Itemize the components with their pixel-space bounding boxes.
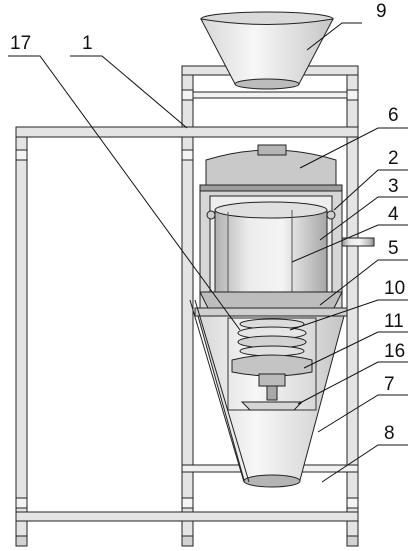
foot-right: [346, 535, 359, 547]
leader-line-16: [297, 361, 408, 405]
foot-mid: [181, 535, 194, 547]
diagonal-strut: [194, 299, 250, 483]
label-9: 9: [376, 1, 387, 22]
drive-plate: [231, 354, 313, 377]
motor-shaft: [266, 385, 278, 401]
lower-crossbeam: [15, 511, 359, 522]
leader-line-5: [319, 259, 408, 306]
drum-top-rim: [214, 201, 328, 219]
motor-base: [240, 401, 304, 411]
bottom-flange: [199, 291, 343, 309]
left-outer-post: [15, 126, 28, 546]
separator-casing: [199, 144, 375, 310]
casing-bolt: [326, 210, 336, 220]
cone-outlet: [243, 474, 301, 488]
label-5: 5: [388, 238, 399, 259]
leader-line-2: [333, 169, 408, 211]
label-17: 17: [10, 33, 31, 54]
label-3: 3: [388, 176, 399, 197]
leader-line-11: [303, 331, 408, 369]
upper-rail: [181, 91, 359, 99]
joint: [181, 497, 194, 509]
right-post: [346, 65, 359, 546]
joint: [346, 89, 359, 101]
joint: [181, 149, 194, 161]
label-4: 4: [388, 204, 399, 225]
label-11: 11: [384, 311, 404, 332]
joint: [15, 149, 28, 161]
leader-line-7: [317, 394, 408, 433]
joint: [15, 497, 28, 509]
diagonal-strut: [189, 299, 245, 483]
motor-housing: [258, 373, 286, 387]
callout-labels: 1 9 17 6 2 3 4 5 10 11 16 7 8: [10, 1, 405, 444]
label-10: 10: [384, 278, 405, 299]
foot-left: [15, 535, 28, 547]
feed-hopper: [200, 11, 334, 90]
screen-drum: [214, 204, 328, 302]
leader-line-9: [306, 22, 362, 51]
leader-lines: [8, 22, 408, 483]
leader-line-1: [70, 55, 188, 129]
label-16: 16: [384, 341, 405, 362]
label-7: 7: [384, 374, 395, 395]
casing-bolt: [206, 210, 216, 220]
label-2: 2: [388, 148, 399, 169]
label-1: 1: [82, 33, 93, 54]
label-8: 8: [384, 423, 395, 444]
leader-line-3: [319, 196, 408, 241]
leader-line-4: [291, 224, 408, 263]
lower-cone-assembly: [194, 307, 348, 488]
lid-flange: [199, 184, 343, 192]
lid: [205, 149, 337, 186]
mounting-plate: [194, 307, 348, 317]
leader-line-8: [321, 444, 408, 483]
label-6: 6: [388, 105, 399, 126]
joint: [346, 497, 359, 509]
leader-line-10: [289, 299, 408, 331]
leader-line-6: [299, 127, 408, 169]
lid-inlet: [257, 144, 287, 156]
leader-line-17: [8, 55, 241, 331]
main-crossbeam: [15, 126, 359, 138]
joint: [181, 89, 194, 101]
outlet-pipe: [341, 237, 375, 247]
